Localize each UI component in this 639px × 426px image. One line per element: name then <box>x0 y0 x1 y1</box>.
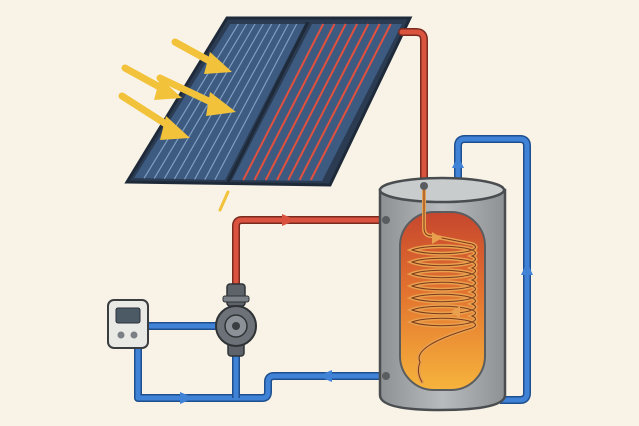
panel-left-grid-line <box>194 23 281 180</box>
sun-ray-2-icon <box>121 64 182 100</box>
tank-port-upper <box>382 216 390 224</box>
hot-feed-line <box>233 217 385 290</box>
panel-left-grid-line <box>153 23 248 179</box>
panel-absorber-tube <box>287 23 370 181</box>
pump-valve-body <box>226 283 246 307</box>
controller-housing <box>107 299 149 349</box>
coil-path <box>410 189 477 383</box>
coil-arrow-1-icon <box>432 232 442 244</box>
cold-flow-arrow-3-icon <box>521 262 533 275</box>
controller <box>107 299 149 349</box>
panel-left-grid-line <box>184 23 273 180</box>
circulation-pump <box>215 283 257 357</box>
hot-flow-arrow-icon <box>282 214 296 226</box>
panel-left-grid <box>143 23 298 181</box>
controller-button-2 <box>130 331 138 339</box>
storage-tank <box>378 176 507 412</box>
cold-flow-arrow-4-icon <box>452 156 464 168</box>
coil-arrow-2-icon <box>450 306 460 318</box>
panel-left-grid-line <box>204 23 289 180</box>
hot-supply-line-outline <box>398 28 428 190</box>
solar-collector <box>124 16 413 187</box>
panel-absorber-tube <box>242 23 325 181</box>
sun-ray-3-icon <box>156 74 236 116</box>
panel-left-grid-line <box>143 23 239 179</box>
cold-flow-arrow-1-icon <box>180 392 194 404</box>
tank-port-lower <box>382 372 390 380</box>
tank-port-top <box>420 182 428 190</box>
panel-absorber-tube <box>276 23 358 181</box>
panel-absorber-tube <box>309 23 392 181</box>
hot-supply-line <box>399 29 427 189</box>
hot-feed-line-outline <box>232 216 385 290</box>
controller-display <box>115 307 141 324</box>
heat-exchanger-coil-outline <box>410 189 477 383</box>
panel-absorber-tube <box>253 23 336 181</box>
cold-return-line <box>134 135 531 404</box>
sun-ray-4-icon <box>118 92 190 140</box>
sun-rays <box>118 38 236 212</box>
panel-absorber-tube <box>264 23 347 181</box>
panel-right-tubes <box>242 23 392 181</box>
sun-ray-5-icon <box>218 190 230 212</box>
sun-ray-1-icon <box>171 38 232 74</box>
cold-flow-arrow-2-icon <box>318 370 332 382</box>
tank-lid <box>378 176 506 204</box>
panel-left-grid-line <box>214 23 298 181</box>
panel-divider <box>226 21 310 183</box>
controller-button-1 <box>117 331 125 339</box>
panel-absorber-tube <box>298 23 381 181</box>
